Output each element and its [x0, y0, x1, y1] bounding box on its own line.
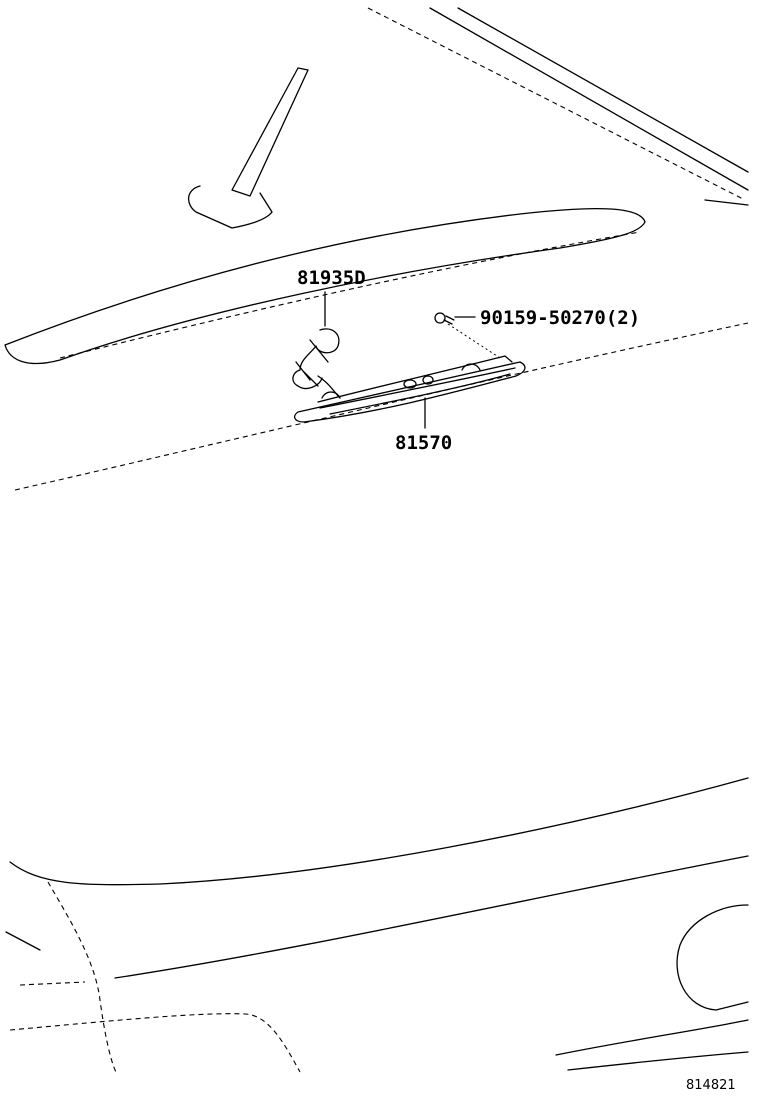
trunk-lid-outline	[5, 777, 749, 1073]
figure-number: 814821	[686, 1078, 736, 1093]
wire-harness-graphic	[292, 291, 341, 399]
antenna	[187, 67, 309, 229]
trunk-line	[14, 322, 749, 491]
part-quantity: (2)	[605, 307, 641, 329]
part-label-90159-50270: 90159-50270(2)	[480, 309, 640, 328]
stop-lamp-graphic	[293, 355, 526, 429]
part-label-81935d: 81935D	[297, 267, 366, 289]
part-label-81570: 81570	[395, 432, 453, 454]
part-number: 90159-50270	[480, 307, 606, 329]
screw-graphic	[434, 312, 501, 359]
rear-window-outline	[367, 7, 749, 206]
spoiler-outline	[4, 207, 646, 365]
